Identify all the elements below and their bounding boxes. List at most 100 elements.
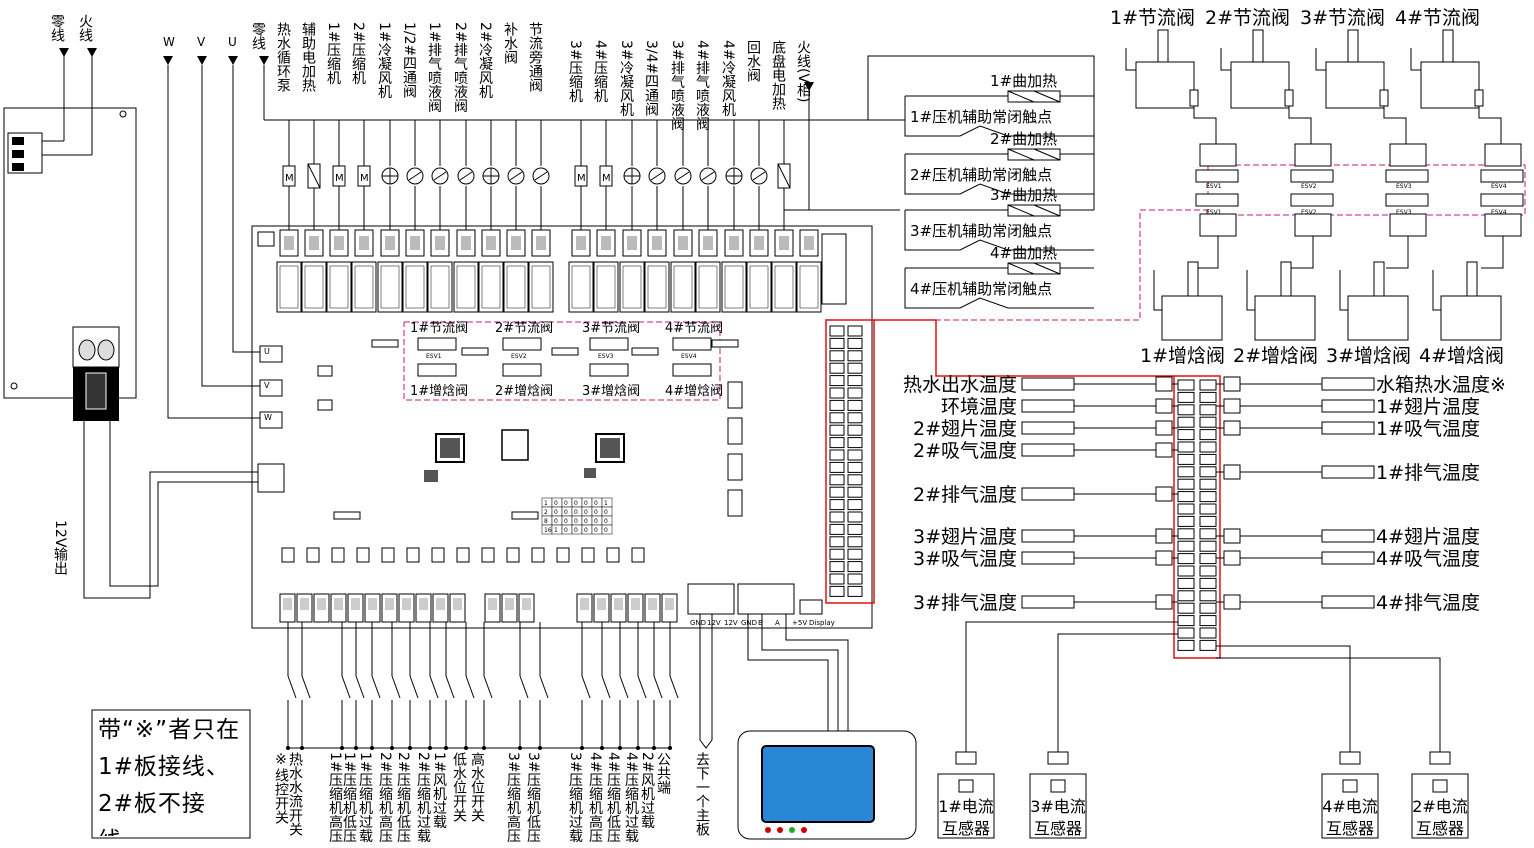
resistor-array (511, 511, 539, 520)
crank-contact-wire (904, 154, 1094, 195)
relay-inner (380, 265, 400, 309)
enthalpy-valve-body (1440, 295, 1502, 341)
sensor-port (847, 486, 863, 498)
valve-connector-zone (1207, 164, 1526, 216)
throttle-valve-pipe (1125, 48, 1136, 71)
right-temp-label-5: 4#翅片温度 (1376, 526, 1480, 548)
dip-table-value: 0 (574, 509, 578, 516)
relay (351, 261, 377, 313)
components-layer (59, 29, 1524, 839)
throttle-valve-cable (1478, 106, 1502, 144)
dip-table-value: 0 (604, 518, 608, 525)
switch-contact-icon (669, 675, 679, 699)
load-label-2: 热水循环泵 (275, 22, 291, 92)
board-uvw-label-U: U (264, 347, 270, 356)
dip-table-cell (601, 524, 613, 535)
relay-inner (279, 265, 299, 309)
sensor-plug (1223, 420, 1241, 436)
junction-dot (618, 746, 622, 750)
junction-dot (518, 746, 522, 750)
switch-contact-icon (445, 675, 455, 699)
ct-plug (955, 751, 977, 765)
temp-sensor-probe (1321, 551, 1375, 565)
heater-icon-stroke (307, 163, 321, 189)
transformer-coil (78, 339, 96, 361)
sensor-connector (1177, 602, 1195, 614)
load-label-7: 1/2#四通阀 (401, 22, 417, 100)
relay (796, 261, 822, 313)
sensor-connector (1177, 379, 1195, 391)
relay-terminal-pin (627, 236, 637, 250)
crank-heater-stroke (1007, 90, 1035, 103)
load-label-17: 3#排气喷液阀 (669, 40, 685, 132)
load-label-6: 1#冷凝风机 (376, 22, 392, 100)
transistor (631, 547, 645, 563)
load-label-20: 回水阀 (745, 40, 761, 83)
switch-label-13: 3#压缩机低压 (525, 752, 541, 843)
sensor-connector (1177, 453, 1195, 465)
switch-label-15: 4#压缩机高压 (587, 752, 603, 843)
input-terminal-pin (368, 598, 377, 610)
crank-heater-icon (1007, 148, 1061, 161)
sensor-connector (1199, 379, 1217, 391)
ct-label-top-1: 1#电流 (938, 797, 994, 816)
load-label-15: 3#冷凝风机 (618, 40, 634, 118)
sensor-port (829, 511, 845, 523)
sensor-connector (1177, 478, 1195, 490)
phase-W-label: W (163, 35, 175, 49)
sensor-port (847, 449, 863, 461)
valve-connector-upper (1290, 169, 1334, 183)
load-label-19: 4#冷凝风机 (720, 40, 736, 118)
display-screen[interactable] (761, 745, 875, 823)
status-led-icon (765, 827, 771, 833)
relay (721, 261, 747, 313)
crank-contact-wire (904, 96, 1094, 137)
resistor-array (631, 347, 659, 356)
sensor-connector (1177, 515, 1195, 527)
motor-icon (332, 165, 346, 187)
live-label: 火线 (77, 14, 93, 42)
ic-package (727, 417, 743, 445)
sensor-connector (1199, 391, 1217, 403)
valve-icon-stroke (534, 171, 548, 181)
sensor-port (847, 387, 863, 399)
relay-inner (622, 265, 642, 309)
sensor-port (847, 399, 863, 411)
valve-connector (1199, 213, 1237, 237)
crank-heater-icon (1007, 90, 1061, 103)
switch-label-14: 3#压缩机过载 (567, 752, 583, 844)
sensor-plug (1155, 594, 1173, 610)
temp-sensor-probe (1021, 529, 1075, 543)
crank-heater-stroke (1007, 204, 1035, 217)
valve-connector (1389, 143, 1427, 167)
board-valve-connector (589, 337, 629, 351)
junction-dot (652, 746, 656, 750)
relay-inner (481, 265, 501, 309)
input-terminal-pin (665, 598, 674, 610)
dip-table-value: 0 (594, 527, 598, 534)
valve-connector (1389, 213, 1427, 237)
input-terminal-pin (580, 598, 589, 610)
right-temp-label-7: 4#排气温度 (1376, 592, 1480, 614)
sensor-connector (1199, 466, 1217, 478)
load-label-11: 补水阀 (502, 22, 518, 65)
sensor-connector (1177, 491, 1195, 503)
crank-heater-stroke (1007, 148, 1035, 161)
crank-heater-label-3: 3#曲加热 (990, 186, 1057, 204)
sensor-connector (1199, 441, 1217, 453)
switch-label-6: 2#压缩机高压 (377, 752, 393, 843)
junction-dot (580, 746, 584, 750)
status-led-icon (801, 827, 807, 833)
small-component (317, 399, 333, 411)
load-label-18: 4#排气喷液阀 (694, 40, 710, 132)
ct-window (1432, 779, 1448, 793)
sensor-port (847, 375, 863, 387)
12v-connector (257, 463, 285, 493)
junction-dot (636, 746, 640, 750)
note-text: 带“※”者只在1#板接线、2#板不接线。 (98, 717, 241, 836)
valve-connector (1294, 143, 1332, 167)
ct-plug (1047, 751, 1069, 765)
motor-icon-letter: M (335, 173, 344, 184)
transformer-core-inner (85, 372, 107, 410)
relay-inner (506, 265, 526, 309)
